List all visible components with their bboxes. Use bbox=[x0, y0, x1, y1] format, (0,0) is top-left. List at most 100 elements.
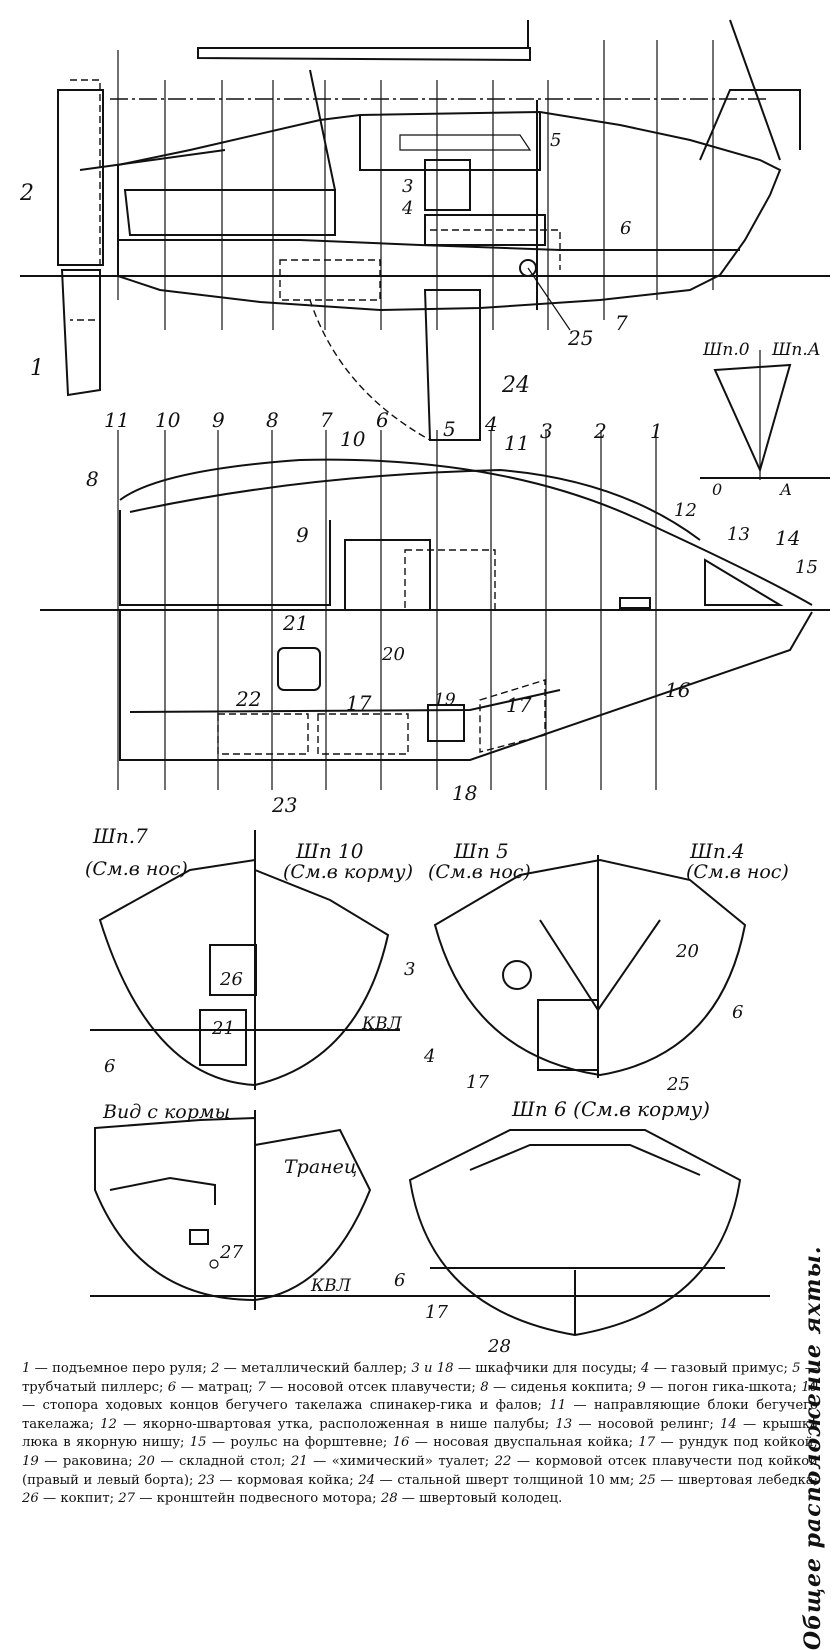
label-5-top: 5 bbox=[550, 130, 561, 151]
hull-outline-bottom bbox=[120, 610, 812, 760]
legend-item: 6 — матрац; bbox=[168, 1380, 257, 1395]
label-3-section: 3 bbox=[404, 959, 415, 980]
legend-item-text: — стальной шверт толщиной 10 мм; bbox=[375, 1473, 639, 1488]
label-6-section-left: 6 bbox=[104, 1056, 115, 1077]
legend-item-text: — кокпит; bbox=[39, 1491, 119, 1506]
legend-item-number: 23 bbox=[198, 1473, 215, 1488]
section-5-hull bbox=[435, 860, 745, 1075]
label-sh7-sub: (См.в нос) bbox=[85, 858, 188, 880]
label-sh10: Шп 10 bbox=[295, 839, 364, 863]
legend-item-number: 24 bbox=[358, 1473, 375, 1488]
deck-outline-top bbox=[120, 460, 812, 605]
bow-pulpit bbox=[700, 90, 800, 160]
legend-item-text: — матрац; bbox=[176, 1380, 257, 1395]
label-sh4: Шп.4 bbox=[689, 839, 745, 863]
label-transom: Транец bbox=[284, 1156, 357, 1178]
label-13: 13 bbox=[727, 524, 750, 545]
frame-num-2: 2 bbox=[593, 419, 607, 443]
label-7-top: 7 bbox=[615, 311, 628, 335]
label-shA: Шп.А bbox=[771, 340, 821, 360]
frame-num-1: 1 bbox=[650, 419, 663, 443]
legend-item-text: — кормовая койка; bbox=[215, 1473, 358, 1488]
legend-item-text: — носовой отсек плавучести; bbox=[266, 1380, 481, 1395]
rudder-raised-outline bbox=[70, 80, 100, 320]
section-5-4 bbox=[435, 855, 745, 1078]
label-20-section: 20 bbox=[675, 941, 699, 962]
berth-edge bbox=[130, 690, 560, 712]
legend-item-number: 3 и 18 bbox=[411, 1361, 453, 1376]
legend-item-text: — подъемное перо руля; bbox=[30, 1361, 211, 1376]
legend-item-number: 25 bbox=[639, 1473, 656, 1488]
label-3-top: 3 bbox=[402, 176, 413, 197]
legend-item-number: 6 bbox=[168, 1380, 176, 1395]
legend-item-text: — носовая двуспальная койка; bbox=[409, 1435, 638, 1450]
legend-item-text: — складной стол; bbox=[155, 1454, 291, 1469]
label-1: 1 bbox=[30, 356, 44, 381]
frame-num-10: 10 bbox=[155, 408, 181, 432]
legend-item-number: 26 bbox=[22, 1491, 39, 1506]
label-25-section: 25 bbox=[666, 1074, 690, 1095]
frame-num-3: 3 bbox=[540, 419, 553, 443]
legend-item: 1 — подъемное перо руля; bbox=[22, 1361, 211, 1376]
label-10: 10 bbox=[340, 427, 366, 451]
label-26: 26 bbox=[219, 969, 243, 990]
legend-item-number: 9 bbox=[637, 1380, 645, 1395]
mast-support bbox=[540, 920, 660, 1010]
label-17-section-bottom: 17 bbox=[425, 1302, 448, 1323]
label-23: 23 bbox=[271, 793, 297, 817]
frame-num-5: 5 bbox=[443, 417, 456, 441]
label-8: 8 bbox=[86, 467, 99, 491]
section-6-deck bbox=[470, 1145, 700, 1175]
label-sh4-sub: (См.в нос) bbox=[686, 861, 789, 883]
label-17-section: 17 bbox=[466, 1072, 489, 1093]
leader-25 bbox=[528, 268, 570, 330]
legend-item-number: 19 bbox=[22, 1454, 39, 1469]
legend-item-number: 11 bbox=[549, 1398, 566, 1413]
legend-item-number: 15 bbox=[190, 1435, 207, 1450]
legend-item-text: — газовый примус; bbox=[649, 1361, 792, 1376]
legend-item-text: — кронштейн подвесного мотора; bbox=[135, 1491, 381, 1506]
frame-num-9: 9 bbox=[212, 408, 225, 432]
label-27: 27 bbox=[219, 1242, 243, 1263]
aft-compartment bbox=[280, 260, 380, 300]
drain-hole bbox=[210, 1260, 218, 1268]
rudder-stock bbox=[58, 90, 103, 265]
frame-num-8: 8 bbox=[266, 408, 279, 432]
label-14: 14 bbox=[775, 526, 800, 550]
legend-item-number: 20 bbox=[138, 1454, 155, 1469]
legend-item-text: — носовой релинг; bbox=[572, 1417, 720, 1432]
label-6-section-right: 6 bbox=[732, 1002, 743, 1023]
legend-item: 21 — «химический» туалет; bbox=[291, 1454, 495, 1469]
label-6-top: 6 bbox=[620, 218, 631, 239]
legend-item: 28 — швертовый колодец. bbox=[381, 1491, 563, 1506]
legend-item: 23 — кормовая койка; bbox=[198, 1473, 358, 1488]
legend-item-text: — якорно-швартовая утка, расположенная в… bbox=[117, 1417, 555, 1432]
label-kvl-1: КВЛ bbox=[361, 1014, 403, 1034]
cabin-top bbox=[360, 112, 540, 170]
label-zA: А bbox=[779, 480, 792, 499]
galley-plan bbox=[405, 550, 495, 610]
berth-locker bbox=[318, 714, 408, 754]
legend-item-number: 5 bbox=[792, 1361, 800, 1376]
legend-item-number: 21 bbox=[291, 1454, 308, 1469]
label-11: 11 bbox=[504, 431, 529, 455]
label-17-fwd: 17 bbox=[506, 693, 532, 717]
side-elevation-view bbox=[20, 20, 830, 440]
cockpit-bench bbox=[125, 190, 335, 235]
legend-item: 17 — рундук под койкой; bbox=[638, 1435, 818, 1450]
label-24: 24 bbox=[501, 373, 530, 398]
legend-item-number: 22 bbox=[495, 1454, 512, 1469]
legend-item-text: — стопора ходовых концов бегучего такела… bbox=[22, 1398, 549, 1413]
legend-item: 24 — стальной шверт толщиной 10 мм; bbox=[358, 1473, 639, 1488]
tiller bbox=[80, 150, 225, 170]
label-18: 18 bbox=[452, 781, 477, 805]
legend-item: 26 — кокпит; bbox=[22, 1491, 118, 1506]
label-sh7: Шп.7 bbox=[92, 824, 148, 848]
legend-item: 4 — газовый примус; bbox=[641, 1361, 792, 1376]
frame-num-6: 6 bbox=[376, 408, 389, 432]
label-17-aft: 17 bbox=[346, 691, 372, 715]
side-frame-lines bbox=[118, 40, 713, 330]
label-25-top: 25 bbox=[567, 326, 593, 350]
label-19: 19 bbox=[434, 690, 456, 710]
label-sh10-sub: (См.в корму) bbox=[283, 861, 413, 883]
